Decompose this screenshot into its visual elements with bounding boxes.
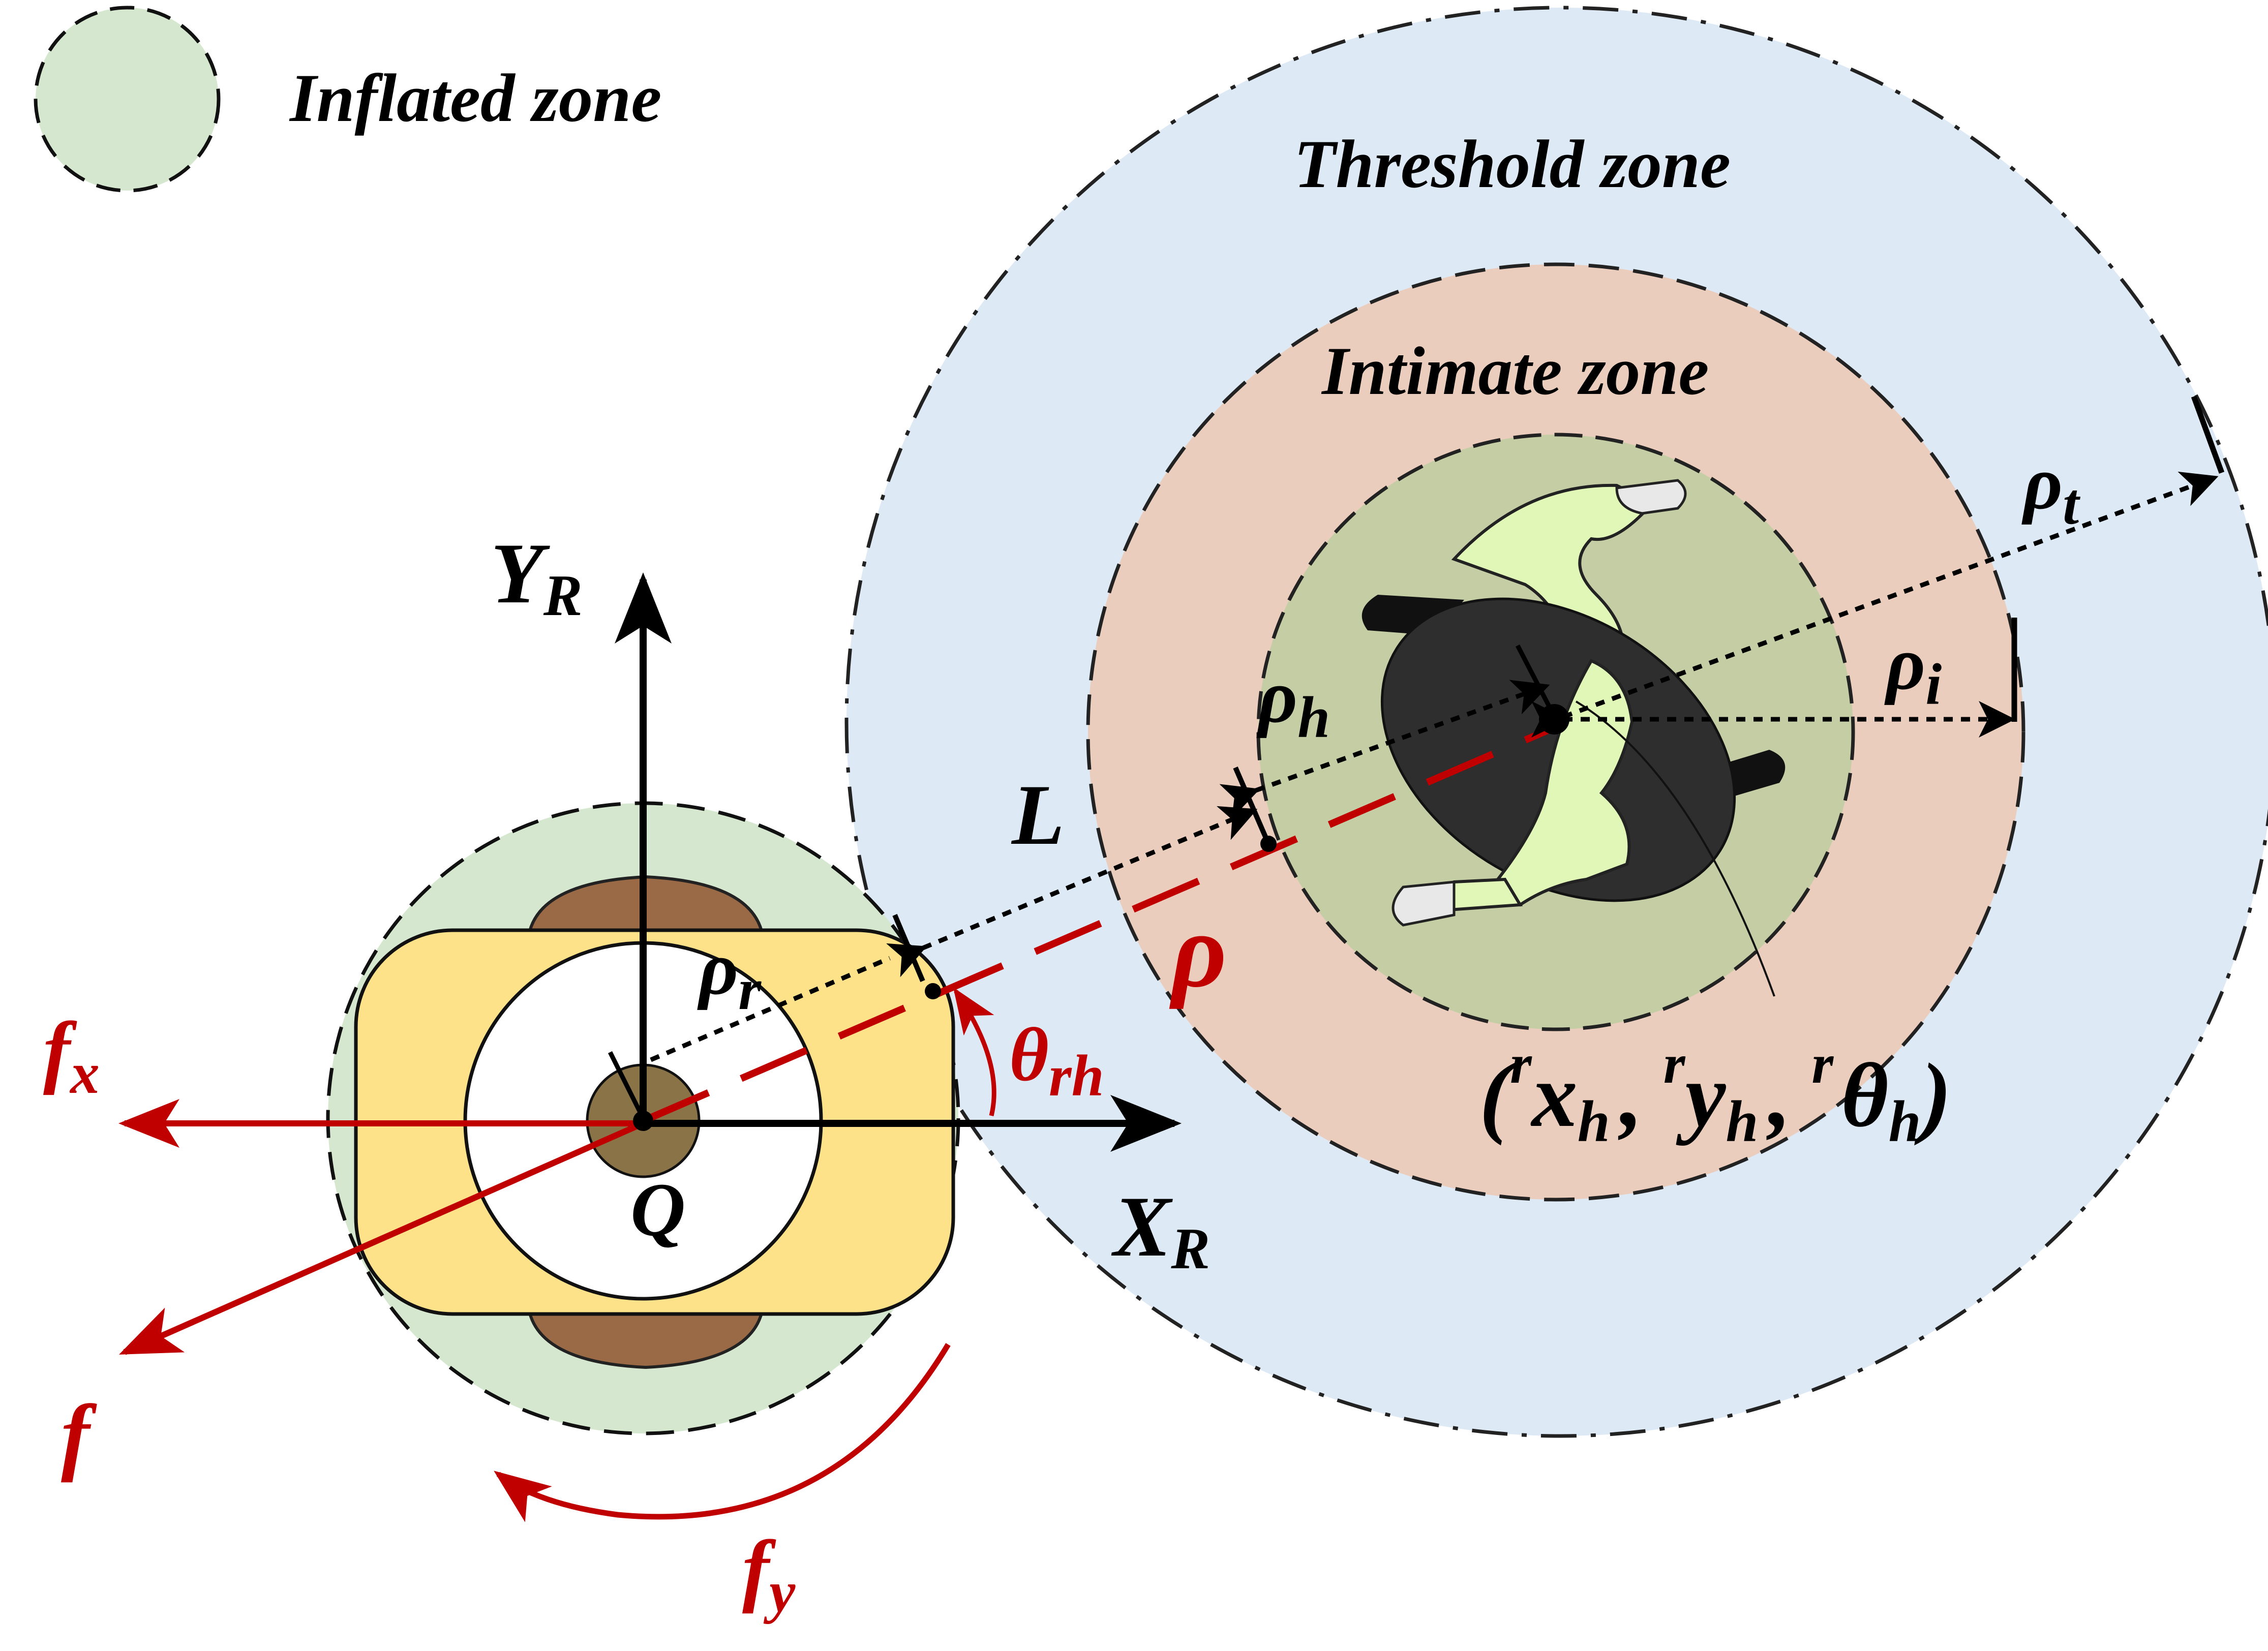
rho-t-line — [1562, 471, 2219, 719]
legend: Inflated zone — [34, 6, 661, 193]
y-axis-label: YR — [491, 526, 583, 628]
intimate-zone-label: Intimate zone — [1321, 333, 1709, 409]
rho-r-line — [650, 956, 891, 1062]
theta-rh-label: θrh — [1009, 1013, 1104, 1108]
theta-rh-arc — [953, 987, 996, 1117]
x-axis-label: XR — [1111, 1179, 1210, 1281]
robot-center-point — [633, 1111, 653, 1131]
legend-inflated-label: Inflated zone — [289, 60, 661, 136]
human-boundary-point — [1260, 836, 1277, 852]
human-hand-lower — [1392, 880, 1456, 927]
force-f-arrow — [119, 1120, 645, 1355]
L-label: L — [1011, 767, 1065, 863]
origin-label: Q — [630, 1168, 685, 1252]
rho-h-label: ρh — [1256, 654, 1330, 750]
human-heading-tick — [1516, 644, 1555, 716]
fx-label: fx — [43, 1005, 100, 1106]
rho-t-label: ρt — [2021, 441, 2080, 536]
legend-inflated-swatch — [34, 6, 221, 193]
L-distance-line — [886, 806, 1258, 977]
rho-r-label: ρr — [697, 926, 762, 1022]
robot-heading-tick — [608, 1051, 646, 1120]
rho-t-end-tick — [2191, 395, 2225, 474]
fy-label: fy — [742, 1523, 796, 1624]
human-center-point — [1539, 704, 1569, 735]
rho-i-label: ρi — [1884, 621, 1942, 717]
threshold-zone-label: Threshold zone — [1294, 127, 1731, 202]
f-label: f — [61, 1387, 97, 1483]
human-pose-label: (rxh,ryh,rθh) — [1479, 1033, 1952, 1154]
rho-label: ρ — [1169, 892, 1227, 1010]
robot-boundary-point — [925, 983, 941, 999]
human-hand-upper — [1615, 479, 1687, 515]
robot-wheel-bottom — [527, 1307, 765, 1369]
force-fy-arc — [494, 1343, 951, 1522]
